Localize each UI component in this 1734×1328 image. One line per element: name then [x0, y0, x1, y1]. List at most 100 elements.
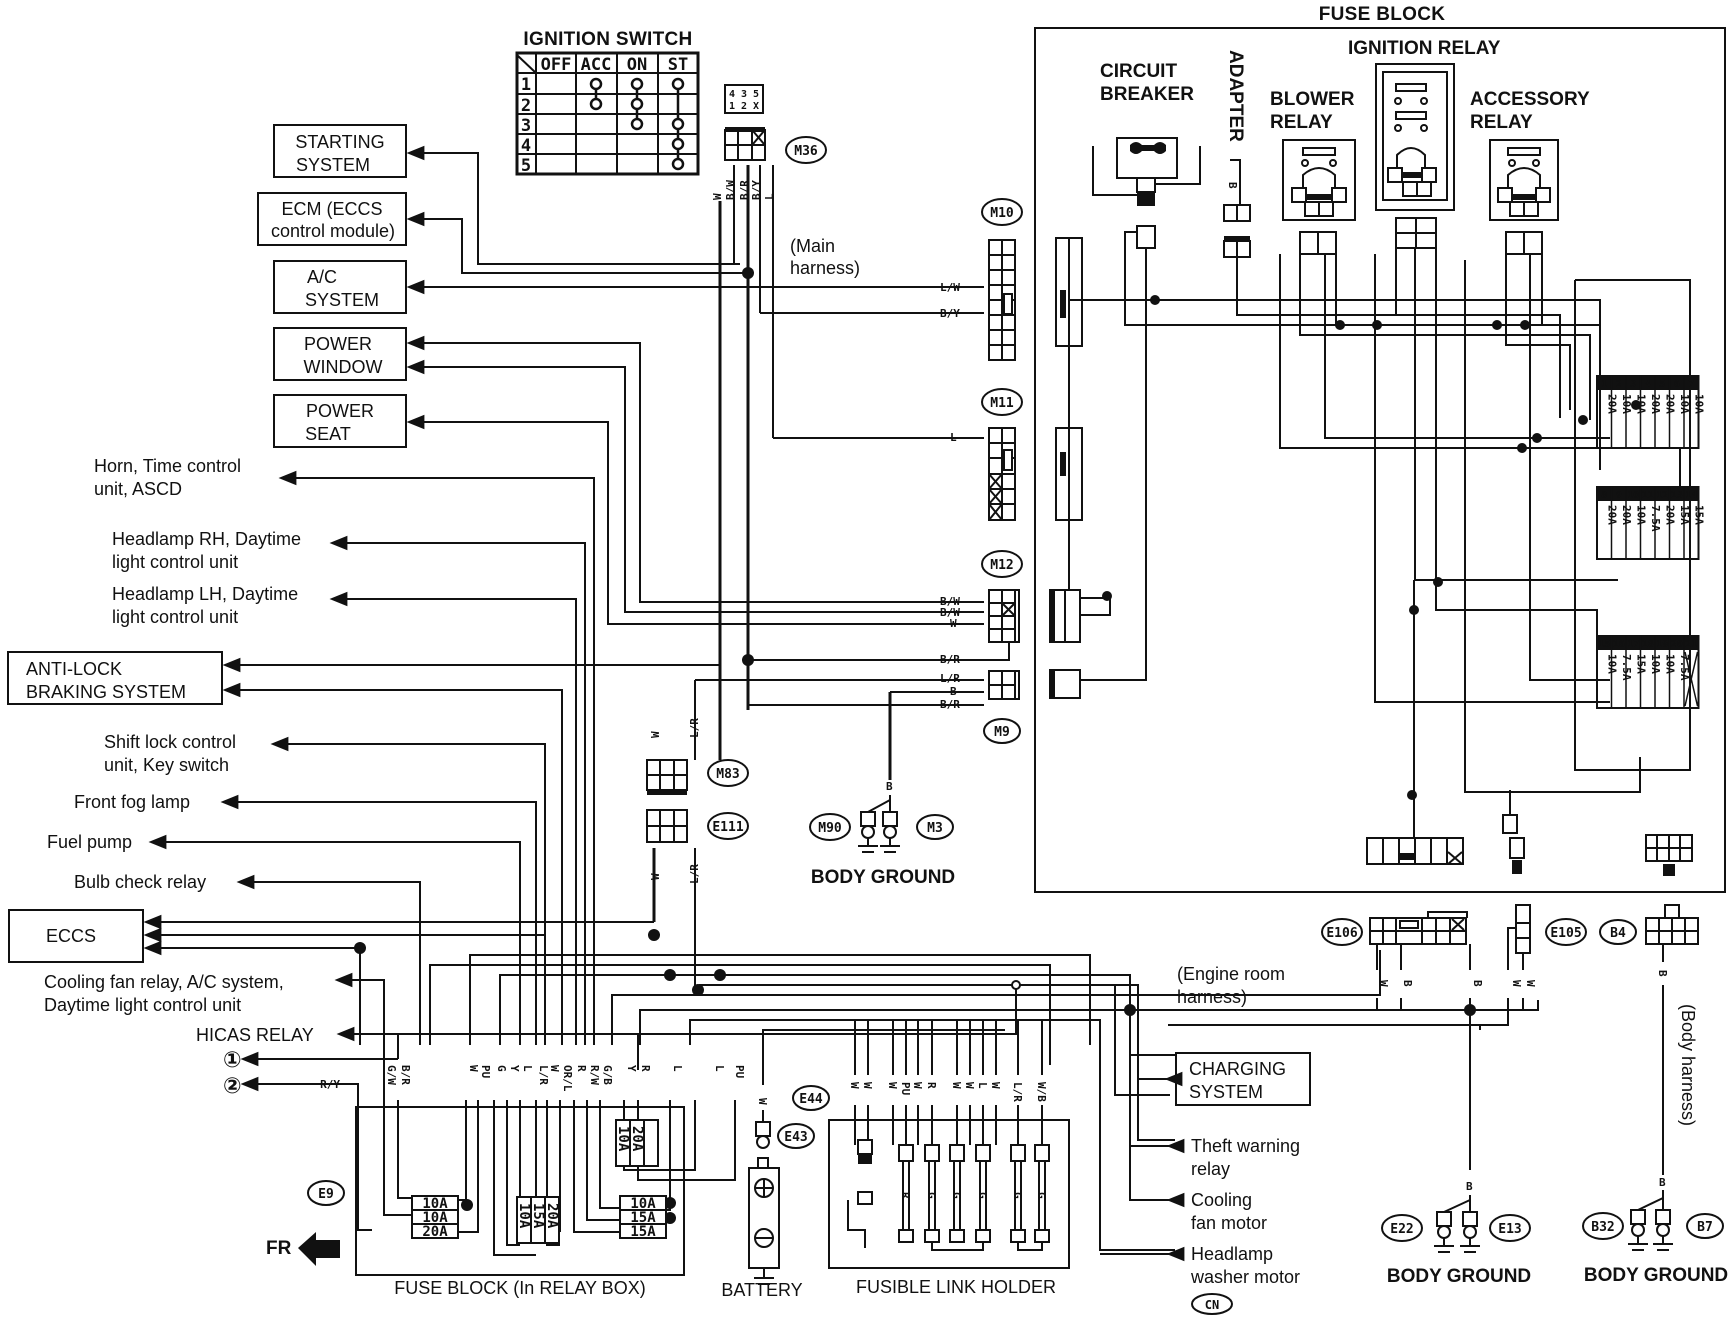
- fuse-block-relay-label: FUSE BLOCK (In RELAY BOX): [394, 1278, 645, 1298]
- relay-box-wire-label: G: [495, 1065, 508, 1072]
- e105-wire-w1: W: [1510, 980, 1523, 987]
- fusible-wire-label: PU: [899, 1082, 912, 1096]
- m12-wire-bw2: B/W: [940, 606, 960, 619]
- fuse-rating: 10A: [1692, 394, 1705, 414]
- relay-fuse-middle-rating: 20A: [544, 1203, 560, 1229]
- battery-label: BATTERY: [721, 1280, 802, 1300]
- e111-id: E111: [712, 820, 743, 835]
- ground-b-wire-b: B: [1659, 1176, 1666, 1189]
- relay-box-wire-label: W: [548, 1065, 561, 1072]
- fuse-number: 18: [1642, 639, 1654, 650]
- fusible-wire-label: W: [963, 1082, 976, 1089]
- accessory-relay-label-1: ACCESSORY: [1470, 89, 1590, 110]
- fuse-number: 6: [1674, 379, 1680, 390]
- battery-wire-w: W: [756, 1098, 769, 1105]
- ignition-switch-title: IGNITION SWITCH: [523, 29, 692, 50]
- fuse-number: 16: [1613, 639, 1625, 650]
- body-ground-m-label: BODY GROUND: [811, 867, 955, 888]
- cooling-relay-label-1: Cooling fan relay, A/C system,: [44, 972, 284, 992]
- fusible-bottom-label: G: [976, 1192, 989, 1199]
- fuse-number: 13: [1671, 490, 1683, 501]
- relay-fuse-right-rating: 10A: [630, 1196, 656, 1212]
- ac-system-1: A/C: [307, 267, 337, 287]
- row-4: 4: [521, 136, 531, 156]
- horn-label-2: unit, ASCD: [94, 479, 182, 499]
- power-seat-2: SEAT: [305, 424, 351, 444]
- relay-fuse-middle-rating: 15A: [530, 1203, 546, 1229]
- headlamp-lh-label-1: Headlamp LH, Daytime: [112, 584, 298, 604]
- body-ground-b-label: BODY GROUND: [1584, 1265, 1728, 1286]
- col-acc: ACC: [581, 55, 612, 75]
- empty-fuse-slot: [1684, 651, 1699, 707]
- e106-wire-b1: B: [1401, 980, 1414, 987]
- charging-system-1: CHARGING: [1189, 1059, 1286, 1079]
- relay-fuse-left-cell: [411, 1223, 459, 1239]
- e106-wire-b2: B: [1471, 980, 1484, 987]
- fuse-number: 9: [1616, 490, 1622, 501]
- fuse-block-internals: CIRCUIT BREAKER ADAPTER B BLOWER RELAY I…: [1049, 38, 1693, 876]
- m11-wire-l: L: [950, 431, 957, 444]
- adapter-wire-b: B: [1226, 182, 1239, 189]
- relay-fuse-right-rating: 15A: [630, 1224, 656, 1240]
- fuse-block-title: FUSE BLOCK: [1319, 4, 1446, 25]
- m36-pinmap-top: 4 3 5: [729, 89, 759, 100]
- shift-lock-label-2: unit, Key switch: [104, 755, 229, 775]
- headlamp-rh-label-2: light control unit: [112, 552, 238, 572]
- engine-room-harness-1: (Engine room: [1177, 964, 1285, 984]
- cooling-fan-motor-1: Cooling: [1191, 1190, 1252, 1210]
- fusible-link-element: [857, 1139, 873, 1155]
- row-5: 5: [521, 156, 531, 176]
- charging-system-2: SYSTEM: [1189, 1082, 1263, 1102]
- m36-wire-bw: B/W: [724, 180, 737, 200]
- fog-lamp-label: Front fog lamp: [74, 792, 190, 812]
- fusible-bottom-label: G: [1011, 1192, 1024, 1199]
- main-harness-label-2: harness): [790, 258, 860, 278]
- fuse-number: 19: [1656, 639, 1668, 650]
- m36-id: M36: [794, 144, 818, 159]
- headlamp-rh-label-1: Headlamp RH, Daytime: [112, 529, 301, 549]
- fusible-link-terminal: [1010, 1229, 1026, 1243]
- fuse-number: 2: [1616, 379, 1622, 390]
- body-ground-m: B M90 M3 BODY GROUND: [809, 780, 955, 888]
- fusible-link-element: [858, 1154, 872, 1164]
- fuse-row-header: [1597, 636, 1699, 650]
- m11-id: M11: [990, 396, 1014, 411]
- fusible-wire-label: W: [848, 1082, 861, 1089]
- m12-wire-br: B/R: [940, 653, 960, 666]
- fusible-link-wire: [847, 1200, 866, 1248]
- main-harness-label-1: (Main: [790, 236, 835, 256]
- cn-id: CN: [1205, 1298, 1219, 1312]
- relay-box-wire-label: Y: [625, 1065, 638, 1072]
- abs-2: BRAKING SYSTEM: [26, 682, 186, 702]
- theft-relay-2: relay: [1191, 1159, 1230, 1179]
- e105-wire-w2: W: [1524, 980, 1537, 987]
- fusible-link-fuse: [1010, 1144, 1026, 1162]
- fusible-wire-label: L: [976, 1082, 989, 1089]
- fuse-row-frame: [1596, 375, 1700, 449]
- m9-id: M9: [994, 725, 1010, 740]
- cooling-fan-motor-2: fan motor: [1191, 1213, 1267, 1233]
- fuse-number: 15: [1598, 639, 1610, 650]
- relay-fuse-left-rating: 10A: [422, 1196, 448, 1212]
- fusible-wire-label: W: [950, 1082, 963, 1089]
- fusible-link-fuse: [1034, 1144, 1050, 1162]
- output-2-label: ②: [223, 1073, 242, 1098]
- body-ground-e-label: BODY GROUND: [1387, 1266, 1531, 1287]
- m36-pinmap-bottom: 1 2 X: [729, 101, 759, 112]
- left-system-boxes: STARTING SYSTEM ECM (ECCS control module…: [7, 124, 407, 963]
- body-harness-label: (Body harness): [1678, 1004, 1698, 1126]
- fusible-bottom-label: G: [925, 1192, 938, 1199]
- fuse-number: 1: [1601, 379, 1607, 390]
- m12-wire-w: W: [950, 617, 957, 630]
- fusible-bottom-label: R: [899, 1192, 912, 1199]
- battery: W E44 E43 BATTERY: [721, 1029, 1005, 1300]
- relay-fuse-left-rating: 20A: [422, 1224, 448, 1240]
- starting-system-1: STARTING: [295, 132, 384, 152]
- fusible-link-bus: [931, 1242, 1043, 1251]
- relay-box-wire-label: R/Y: [320, 1078, 340, 1091]
- ground-m-wire-b: B: [886, 780, 893, 793]
- connector-m11: M11 L: [950, 388, 1023, 521]
- relay-fuse-top-rating: 10A: [615, 1126, 631, 1152]
